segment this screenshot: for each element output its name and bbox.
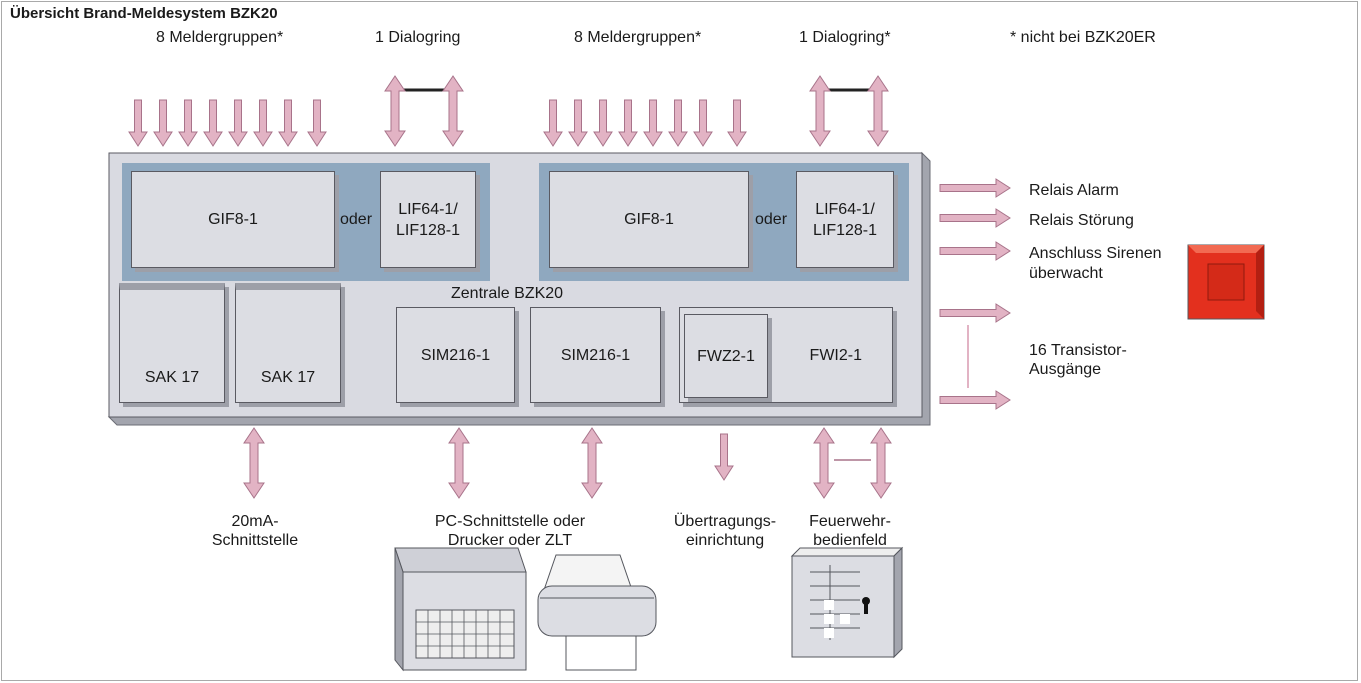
label-tx-line2: einrichtung [685, 532, 765, 549]
label-dialog-ring-right: 1 Dialogring* [799, 29, 891, 46]
module-lif-left: LIF64-1/LIF128-1 [380, 171, 476, 268]
dialog-ring-left [384, 75, 464, 147]
module-lif-right-line1: LIF64-1/ [815, 200, 875, 218]
module-sim-2: SIM216-1 [530, 307, 661, 403]
detector-group-arrows-right [543, 99, 747, 147]
label-relay-alarm: Relais Alarm [1029, 182, 1119, 199]
module-lif-left-line2: LIF128-1 [395, 221, 461, 239]
label-pc-line1: PC-Schnittstelle oder [434, 513, 586, 530]
module-sak-2: SAK 17 [235, 283, 341, 403]
detector-group-arrows-left [128, 99, 327, 147]
label-transistor-line1: 16 Transistor- [1029, 342, 1127, 359]
module-lif-left-line1: LIF64-1/ [398, 200, 458, 218]
module-gif-left: GIF8-1 [131, 171, 335, 268]
label-pc-line2: Drucker oder ZLT [447, 532, 573, 549]
diagram-title: Übersicht Brand-Meldesystem BZK20 [10, 5, 278, 22]
module-sak-1: SAK 17 [119, 283, 225, 403]
label-20ma-line1: 20mA- [231, 513, 279, 530]
label-oder-right: oder [755, 211, 788, 228]
label-siren-line2: überwacht [1029, 265, 1103, 282]
output-arrows [939, 178, 1011, 410]
label-tx-line1: Übertragungs- [673, 513, 777, 530]
label-oder-left: oder [340, 211, 373, 228]
module-fwz: FWZ2-1 [684, 314, 768, 398]
label-20ma-line2: Schnittstelle [211, 532, 299, 549]
label-detector-groups-right: 8 Meldergruppen* [574, 29, 702, 46]
footnote: * nicht bei BZK20ER [1010, 29, 1156, 46]
printer-icon [537, 554, 657, 671]
module-sim-1: SIM216-1 [396, 307, 515, 403]
fire-panel-icon [790, 546, 904, 659]
module-lif-right: LIF64-1/LIF128-1 [796, 171, 894, 268]
label-fw-line1: Feuerwehr- [809, 513, 891, 530]
module-lif-right-line2: LIF128-1 [812, 221, 878, 239]
label-siren-line1: Anschluss Sirenen [1029, 245, 1162, 262]
dialog-ring-right [809, 75, 889, 147]
label-transistor-line2: Ausgänge [1029, 361, 1102, 378]
label-fw-line2: bedienfeld [813, 532, 887, 549]
siren-icon [1187, 244, 1265, 320]
module-gif-right: GIF8-1 [549, 171, 749, 268]
laptop-icon [394, 547, 527, 672]
bottom-arrows [243, 427, 892, 499]
label-detector-groups-left: 8 Meldergruppen* [156, 29, 284, 46]
label-relay-fault: Relais Störung [1029, 212, 1134, 229]
label-dialog-ring-left: 1 Dialogring [375, 29, 461, 46]
label-central-unit: Zentrale BZK20 [451, 285, 564, 302]
